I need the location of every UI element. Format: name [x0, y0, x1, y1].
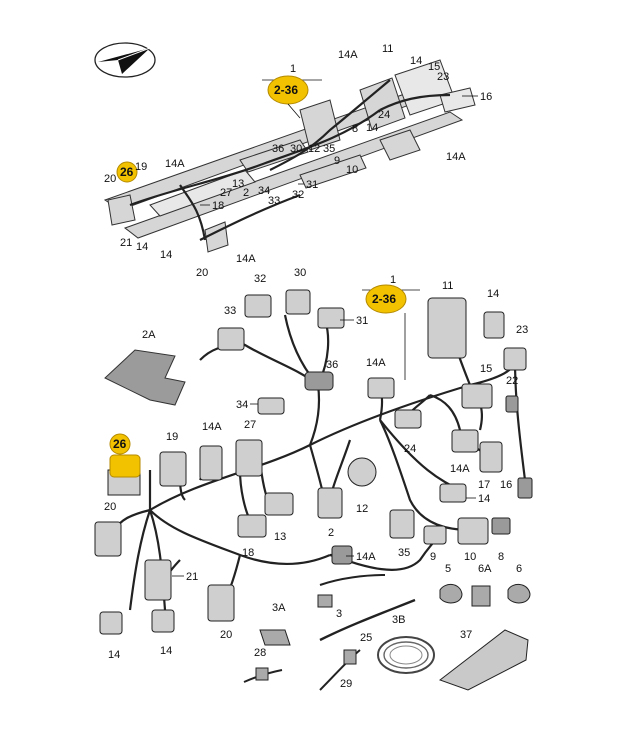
svg-text:8: 8: [498, 551, 504, 563]
svg-text:16: 16: [480, 91, 492, 103]
svg-text:2-36: 2-36: [372, 292, 396, 306]
svg-text:12: 12: [356, 503, 368, 515]
connectors: [94, 289, 533, 635]
svg-text:2: 2: [328, 527, 334, 539]
svg-text:14A: 14A: [338, 49, 358, 61]
svg-text:20: 20: [220, 629, 232, 641]
range-badge-mid: 1 2-36: [362, 274, 420, 380]
svg-text:21: 21: [120, 237, 132, 249]
svg-text:28: 28: [254, 647, 266, 659]
svg-text:15: 15: [480, 363, 492, 375]
svg-text:29: 29: [340, 678, 352, 690]
svg-text:26: 26: [120, 165, 134, 179]
svg-text:1: 1: [390, 274, 396, 286]
svg-text:5: 5: [445, 563, 451, 575]
svg-text:31: 31: [356, 315, 368, 327]
svg-text:14A: 14A: [202, 421, 222, 433]
badge-26-top: 26: [116, 161, 138, 183]
svg-text:17: 17: [478, 479, 490, 491]
svg-text:15: 15: [428, 61, 440, 73]
svg-text:2: 2: [243, 187, 249, 199]
svg-text:22: 22: [506, 375, 518, 387]
svg-text:3A: 3A: [272, 602, 286, 614]
svg-text:33: 33: [268, 195, 280, 207]
svg-text:14A: 14A: [356, 551, 376, 563]
svg-text:20: 20: [104, 173, 116, 185]
svg-text:25: 25: [360, 632, 372, 644]
svg-text:11: 11: [382, 43, 393, 55]
svg-text:18: 18: [212, 200, 224, 212]
svg-text:24: 24: [404, 443, 416, 455]
parts-callouts: 32 30 33 31 36 34 11 14 23 14A 15 22 2A …: [104, 267, 528, 690]
svg-text:3: 3: [336, 608, 342, 620]
svg-text:13: 13: [232, 178, 244, 190]
svg-text:30: 30: [290, 143, 302, 155]
small-parts: [243, 574, 531, 691]
svg-text:14A: 14A: [446, 151, 466, 163]
leader-lines: [172, 95, 478, 577]
frame-harness: [129, 79, 451, 241]
svg-text:2-36: 2-36: [274, 83, 298, 97]
svg-text:19: 19: [166, 431, 178, 443]
svg-text:8: 8: [352, 123, 358, 135]
svg-text:20: 20: [104, 501, 116, 513]
svg-text:6: 6: [516, 563, 522, 575]
svg-text:14: 14: [410, 55, 422, 67]
svg-text:32: 32: [292, 189, 304, 201]
svg-text:16: 16: [500, 479, 512, 491]
svg-text:14: 14: [160, 645, 172, 657]
svg-text:21: 21: [186, 571, 198, 583]
svg-text:27: 27: [244, 419, 256, 431]
svg-text:27: 27: [220, 187, 232, 199]
svg-text:26: 26: [113, 437, 127, 451]
svg-text:23: 23: [437, 71, 449, 83]
range-badge-top: 1 2-36: [262, 63, 322, 119]
svg-text:1: 1: [290, 63, 296, 75]
svg-text:14A: 14A: [165, 158, 185, 170]
svg-text:3B: 3B: [392, 614, 405, 626]
svg-text:32: 32: [254, 273, 266, 285]
svg-text:6A: 6A: [478, 563, 492, 575]
svg-text:34: 34: [236, 399, 248, 411]
svg-text:24: 24: [378, 109, 390, 121]
svg-text:14A: 14A: [450, 463, 470, 475]
svg-text:36: 36: [326, 359, 338, 371]
svg-text:13: 13: [274, 531, 286, 543]
svg-text:23: 23: [516, 324, 528, 336]
svg-text:14A: 14A: [366, 357, 386, 369]
svg-text:14: 14: [478, 493, 490, 505]
badge-26-mid: 26: [109, 433, 131, 455]
svg-text:11: 11: [442, 280, 453, 292]
svg-text:35: 35: [323, 143, 335, 155]
svg-text:9: 9: [334, 155, 340, 167]
svg-text:20: 20: [196, 267, 208, 279]
shield-plate-2a: [104, 349, 186, 406]
svg-text:14: 14: [366, 122, 378, 134]
svg-text:36: 36: [272, 143, 284, 155]
svg-text:9: 9: [430, 551, 436, 563]
svg-text:14: 14: [487, 288, 499, 300]
svg-text:12: 12: [308, 143, 320, 155]
svg-text:37: 37: [460, 629, 472, 641]
svg-text:14: 14: [108, 649, 120, 661]
frame-callouts: 14A 11 14 15 23 16 24 14 8 14A 30 36 12 …: [104, 43, 492, 279]
svg-text:33: 33: [224, 305, 236, 317]
svg-text:10: 10: [464, 551, 476, 563]
svg-text:14A: 14A: [236, 253, 256, 265]
svg-text:14: 14: [160, 249, 172, 261]
svg-text:35: 35: [398, 547, 410, 559]
svg-text:2A: 2A: [142, 329, 156, 341]
svg-text:34: 34: [258, 185, 270, 197]
compass-arrow-icon: [94, 42, 156, 78]
svg-text:30: 30: [294, 267, 306, 279]
svg-text:31: 31: [306, 179, 318, 191]
svg-text:19: 19: [135, 161, 147, 173]
svg-text:18: 18: [242, 547, 254, 559]
svg-text:14: 14: [136, 241, 148, 253]
svg-text:10: 10: [346, 164, 358, 176]
